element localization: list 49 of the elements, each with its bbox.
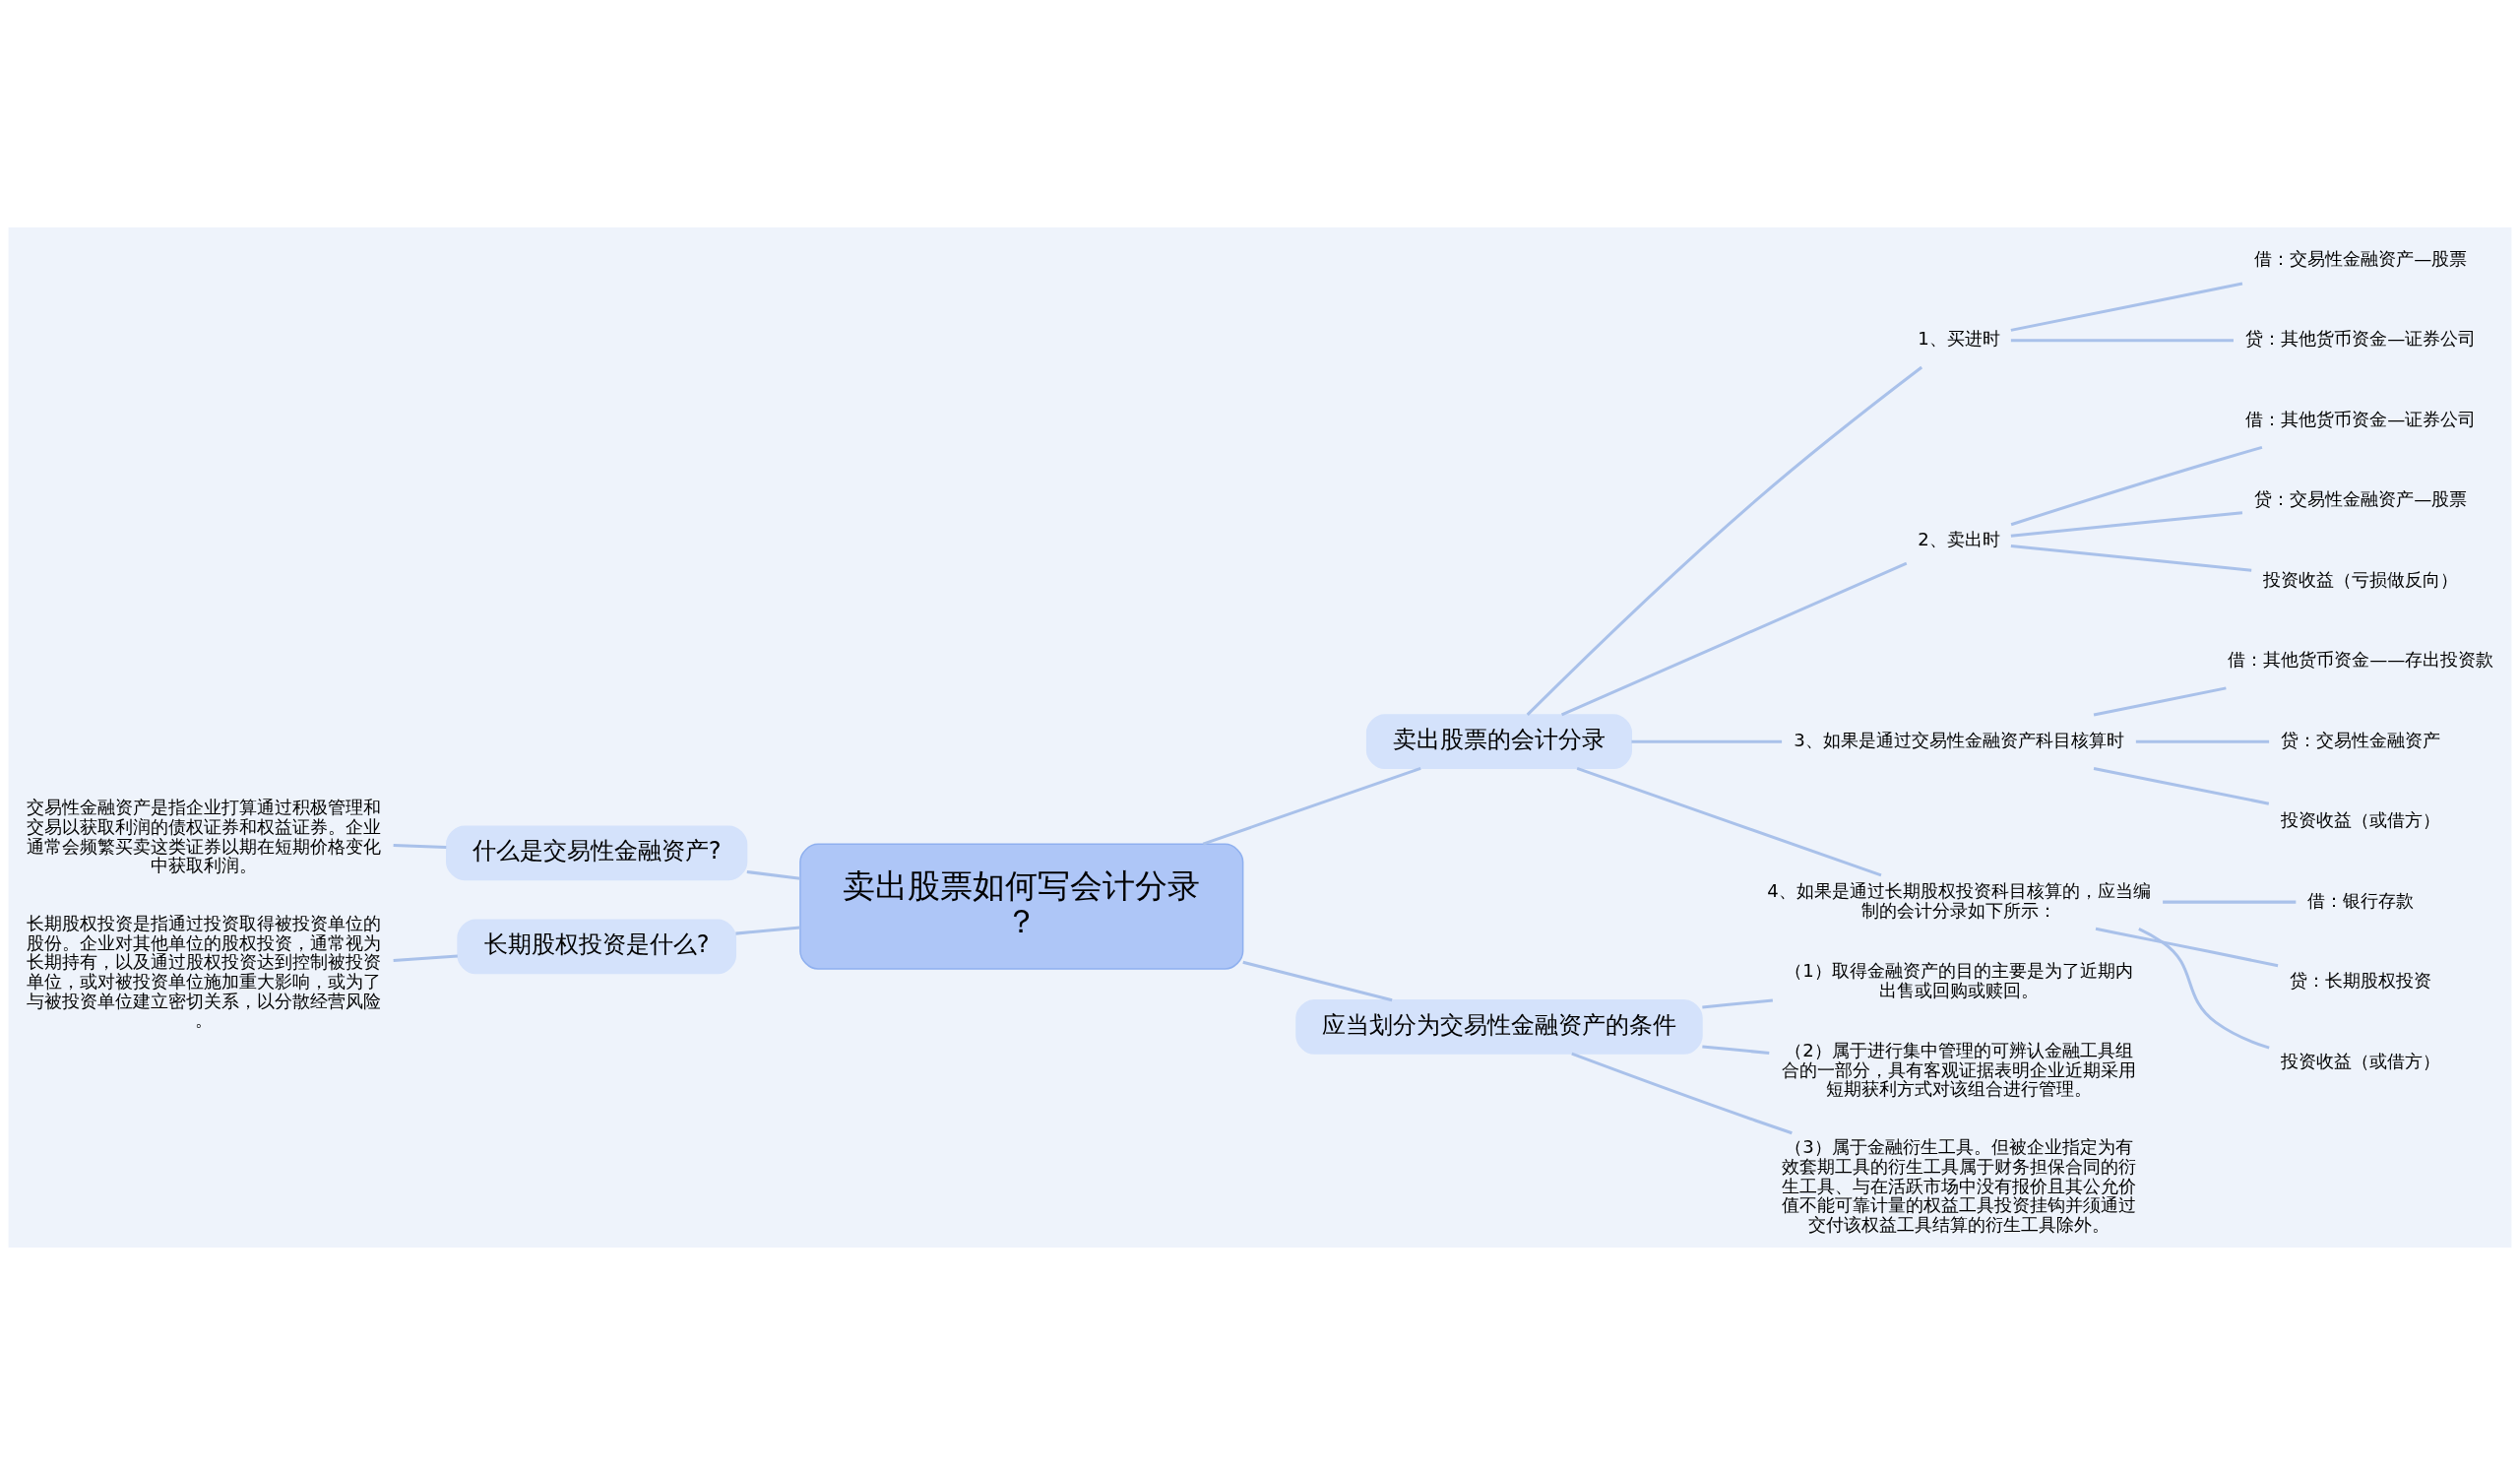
connector bbox=[2010, 282, 2243, 332]
node-text: 借：交易性金融资产—股票 bbox=[2254, 247, 2468, 269]
node-text: 贷：交易性金融资产—股票 bbox=[2254, 487, 2468, 509]
connector bbox=[393, 954, 458, 962]
connector bbox=[1702, 997, 1774, 1008]
connector bbox=[735, 925, 800, 935]
node-box: 卖出股票如何写会计分录？ bbox=[799, 843, 1244, 970]
node-box: 长期股权投资是什么? bbox=[457, 919, 737, 974]
node-text: 贷：长期股权投资 bbox=[2290, 969, 2432, 991]
node-text: 借：银行存款 bbox=[2307, 889, 2415, 911]
node-text: 3、如果是通过交易性金融资产科目核算时 bbox=[1794, 729, 2124, 750]
node-text: 贷：交易性金融资产 bbox=[2281, 729, 2441, 750]
connector bbox=[2135, 739, 2270, 743]
connector bbox=[1576, 766, 1882, 876]
node-box: 卖出股票的会计分录 bbox=[1365, 713, 1633, 769]
node-text: 长期股权投资是指通过投资取得被投资单位的股份。企业对其他单位的股权投资，通常视为长期持有，以及通过股权投资达到控制被投资单位，或对被投资单位施加重大影响，或为了与被投资单位建立密切关系，以分散经营风险。 bbox=[27, 912, 382, 1030]
connector bbox=[1526, 365, 1923, 716]
connector bbox=[2093, 766, 2270, 805]
connector bbox=[2010, 510, 2243, 538]
node-text: 借：其他货币资金—证券公司 bbox=[2245, 408, 2477, 429]
node-text: （3）属于金融衍生工具。但被企业指定为有效套期工具的衍生工具属于财务担保合同的衍生工具、与在活跃市场中没有报价且其公允价值不能可靠计量的权益工具投资挂钩并须通过交付该权益工具结算的衍生工具除外。 bbox=[1782, 1135, 2137, 1235]
connector bbox=[2010, 544, 2252, 572]
connector bbox=[2010, 338, 2234, 342]
connector bbox=[2010, 445, 2263, 526]
node-text: 投资收益（或借方） bbox=[2281, 808, 2441, 830]
connector bbox=[1631, 739, 1783, 743]
node-box: 什么是交易性金融资产? bbox=[446, 824, 748, 880]
connector bbox=[2163, 900, 2297, 904]
node-box: 应当划分为交易性金融资产的条件 bbox=[1295, 998, 1703, 1055]
connector bbox=[2138, 927, 2270, 1050]
node-text: （1）取得金融资产的目的主要是为了近期内出售或回购或赎回。 bbox=[1785, 959, 2133, 1000]
connector bbox=[2093, 685, 2227, 716]
connector bbox=[1242, 960, 1393, 1001]
node-text: 4、如果是通过长期股权投资科目核算的，应当编制的会计分录如下所示： bbox=[1767, 879, 2151, 921]
node-text: 投资收益（或借方） bbox=[2281, 1050, 2441, 1071]
node-text: 贷：其他货币资金—证券公司 bbox=[2245, 327, 2477, 349]
node-text: 2、卖出时 bbox=[1918, 528, 2000, 549]
node-text: 1、买进时 bbox=[1918, 327, 2000, 349]
connector bbox=[1202, 766, 1421, 846]
node-text: 交易性金融资产是指企业打算通过积极管理和交易以获取利润的债权证券和权益证券。企业通常会频繁买卖这类证券以期在短期价格变化中获取利润。 bbox=[27, 796, 382, 875]
connector bbox=[1560, 561, 1908, 716]
connector bbox=[2095, 927, 2279, 967]
connector bbox=[1571, 1052, 1793, 1134]
node-text: 借：其他货币资金——存出投资款 bbox=[2228, 648, 2494, 670]
connector bbox=[393, 843, 447, 849]
node-text: （2）属于进行集中管理的可辨认金融工具组合的一部分，具有客观证据表明企业近期采用短期获利方式对该组合进行管理。 bbox=[1782, 1039, 2137, 1099]
connector bbox=[746, 869, 801, 880]
node-text: 投资收益（亏损做反向） bbox=[2263, 568, 2459, 590]
connector bbox=[1702, 1044, 1770, 1055]
